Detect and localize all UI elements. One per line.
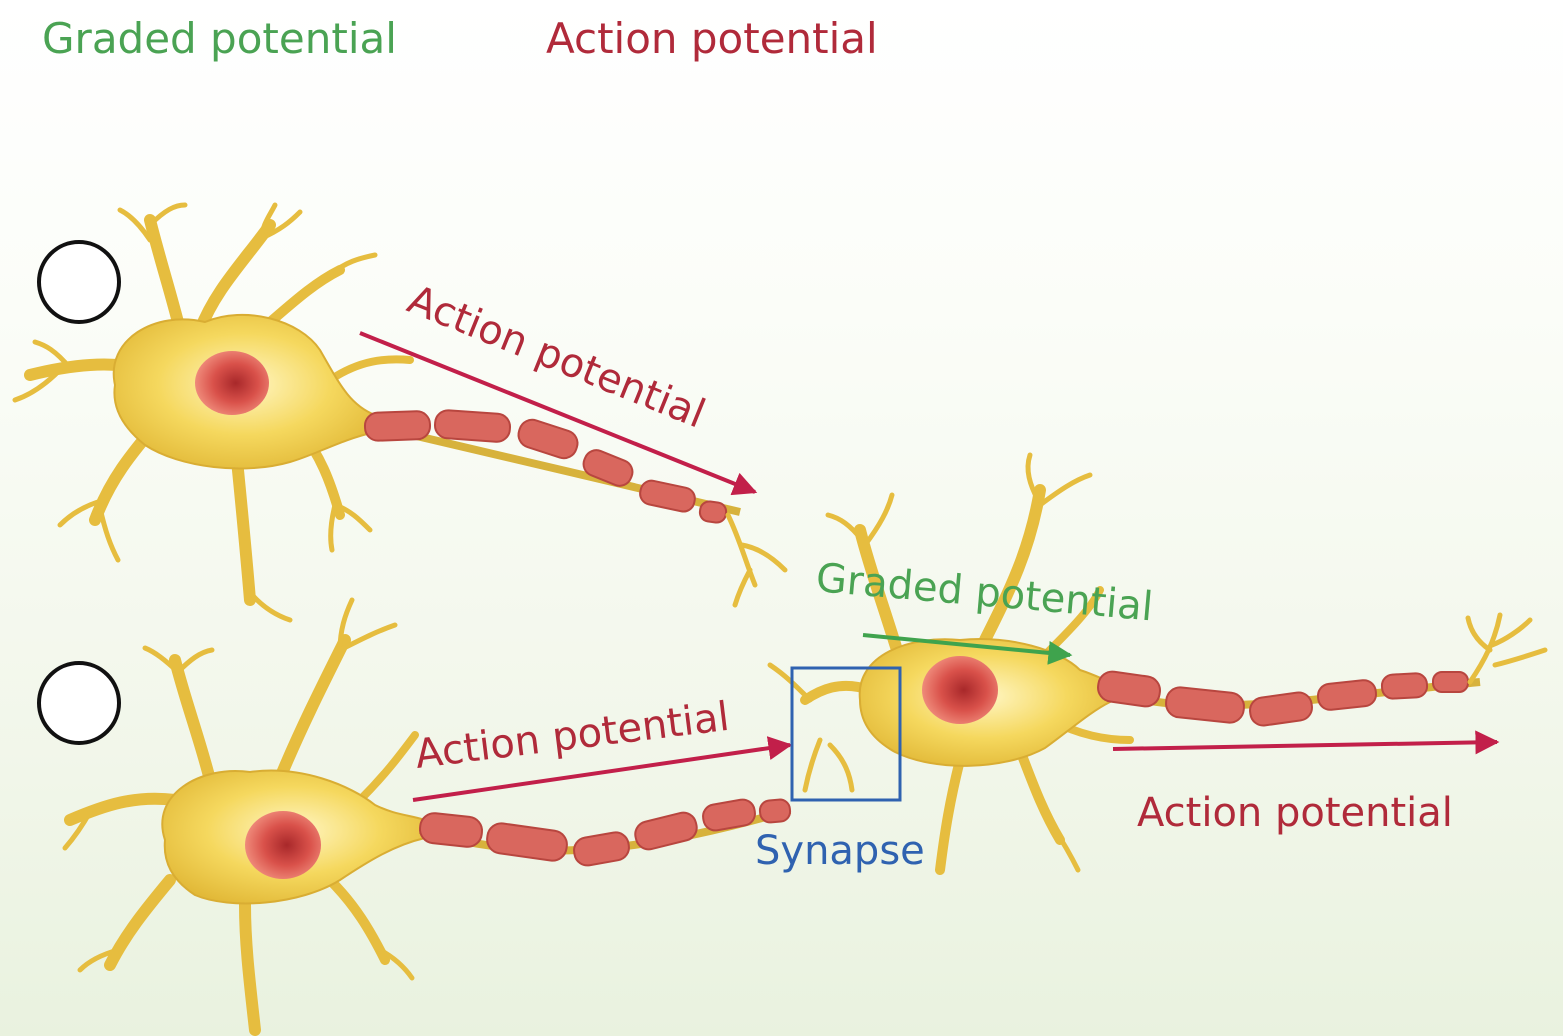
arrow-bottom-axon bbox=[412, 736, 793, 802]
neuron-bottom-dendrites bbox=[62, 597, 419, 1036]
marker-circle-bottom bbox=[37, 661, 121, 745]
neuron-bottom bbox=[62, 597, 792, 1036]
neuron-top-axon bbox=[363, 409, 788, 608]
neuron-bottom-nucleus bbox=[245, 811, 321, 879]
neuron-bottom-axon bbox=[418, 798, 792, 867]
neuron-right bbox=[767, 452, 1548, 875]
legend-graded-potential: Graded potential bbox=[42, 14, 397, 63]
synapse-box bbox=[790, 666, 902, 802]
marker-circle-top bbox=[37, 240, 121, 324]
label-output-action: Action potential bbox=[1137, 790, 1453, 836]
arrow-dendrite-graded bbox=[862, 633, 1073, 665]
neuron-top-nucleus bbox=[195, 351, 269, 415]
neuron-right-dendrites bbox=[767, 452, 1134, 875]
neuron-right-axon bbox=[1097, 612, 1548, 727]
label-synapse: Synapse bbox=[755, 828, 925, 874]
neuron-top bbox=[12, 202, 788, 623]
legend-action-potential: Action potential bbox=[546, 14, 878, 63]
label-bottom-axon-action: Action potential bbox=[413, 694, 732, 778]
neuron-right-nucleus bbox=[922, 656, 998, 724]
label-dendrite-graded: Graded potential bbox=[814, 555, 1155, 630]
arrow-output-action bbox=[1112, 730, 1500, 755]
arrow-top-axon bbox=[359, 331, 758, 496]
